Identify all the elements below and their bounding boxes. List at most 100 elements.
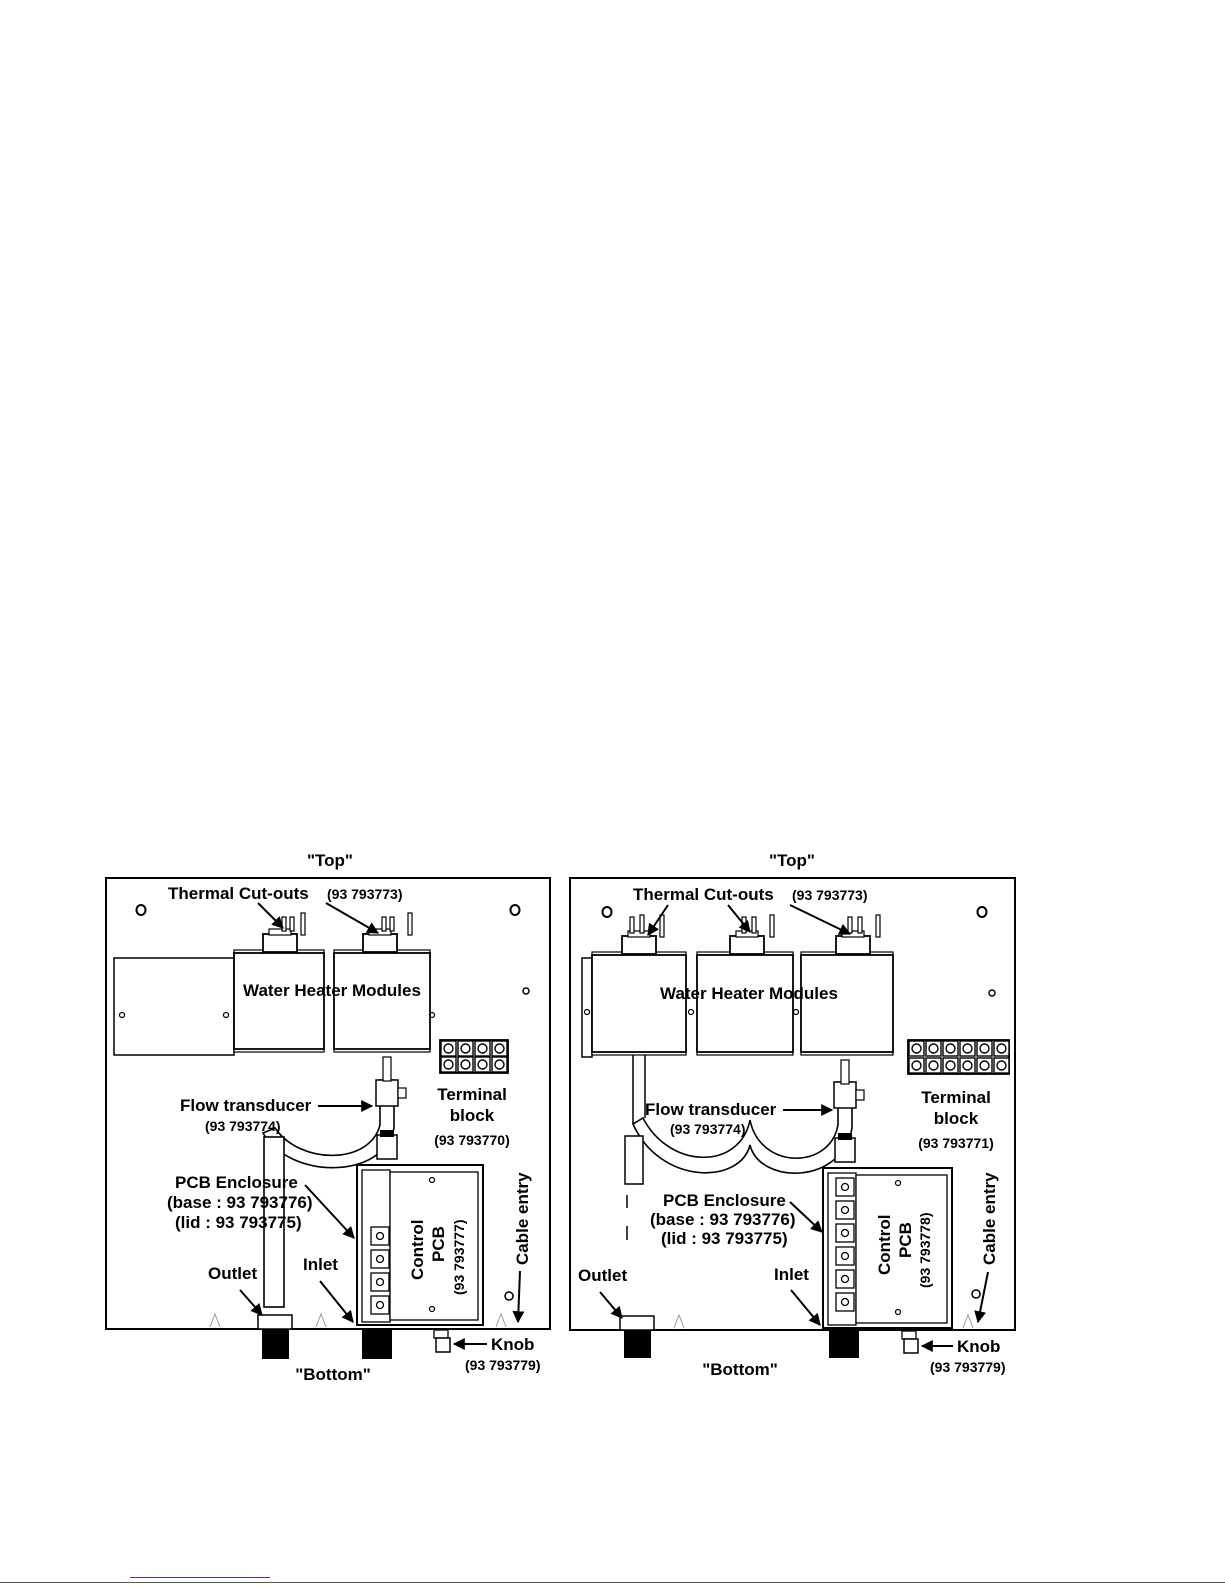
inlet-label: Inlet: [303, 1255, 338, 1274]
terminal-block-label-line1: Terminal: [921, 1088, 991, 1107]
pcb-enclosure-lid: (lid : 93 793775): [175, 1213, 302, 1232]
footnote-separator: [130, 1577, 270, 1578]
arrow: [304, 1184, 355, 1239]
outlet-pipe: [624, 1135, 644, 1185]
arrow: [599, 1291, 623, 1319]
knob: [433, 1329, 451, 1353]
arrow: [647, 904, 669, 936]
inlet-label: Inlet: [774, 1265, 809, 1284]
arrow: [325, 902, 380, 934]
water-heater-modules-label: Water Heater Modules: [660, 984, 838, 1003]
terminal-block-label-line2: block: [450, 1106, 495, 1125]
terminal-block-part-number: (93 793770): [434, 1132, 510, 1148]
terminal-block: [907, 1039, 1010, 1075]
cable-entry-hole: [504, 1291, 514, 1301]
pcb-enclosure-base: (base : 93 793776): [167, 1193, 313, 1212]
mounting-hole: [601, 906, 613, 918]
thermal-cutouts-label: Thermal Cut-outs: [633, 885, 774, 904]
heater-module: [792, 951, 894, 1056]
knob-label: Knob: [957, 1337, 1000, 1356]
water-heater-modules-label: Water Heater Modules: [243, 981, 421, 1000]
arrow: [257, 902, 284, 929]
thermal-cutout: [362, 912, 413, 953]
arrow: [789, 904, 852, 935]
thermal-cutouts-part-number: (93 793773): [792, 887, 868, 903]
page-footer-rule: [0, 1582, 1225, 1583]
top-label: "Top": [769, 851, 815, 870]
thermal-cutout: [621, 914, 665, 955]
outlet-label: Outlet: [208, 1264, 257, 1283]
knob-part-number: (93 793779): [930, 1359, 1006, 1375]
cable-entry-hole: [971, 1289, 981, 1299]
pcb-part-number: (93 793778): [917, 1212, 933, 1288]
terminal-block-label-line2: block: [934, 1109, 979, 1128]
top-label: "Top": [307, 851, 353, 870]
arrow: [974, 1271, 989, 1324]
figure-two-module: "Top" Water Heater Modules: [105, 851, 551, 1384]
flow-transducer-part-number: (93 793774): [670, 1121, 746, 1137]
heater-module: [333, 949, 436, 1053]
screw-hole: [988, 989, 996, 997]
pcb-enclosure-lid: (lid : 93 793775): [661, 1229, 788, 1248]
pcb-label: PCB: [896, 1222, 915, 1258]
heater-module: [687, 951, 794, 1056]
pcb-enclosure: [356, 1164, 484, 1326]
flow-transducer-label: Flow transducer: [645, 1100, 777, 1119]
mounting-hole: [976, 906, 988, 918]
terminal-block: [439, 1039, 509, 1074]
control-label: Control: [875, 1215, 894, 1275]
pcb-enclosure-label: PCB Enclosure: [175, 1173, 298, 1192]
thermal-cutouts-label: Thermal Cut-outs: [168, 884, 309, 903]
arrow: [512, 1270, 525, 1324]
outlet-label: Outlet: [578, 1266, 627, 1285]
side-panel: [113, 957, 235, 1056]
mounting-hole: [135, 904, 147, 916]
pcb-enclosure-base: (base : 93 793776): [650, 1210, 796, 1229]
outlet-connector: [624, 1330, 651, 1358]
arrow: [239, 1289, 263, 1316]
thermal-cutout: [262, 912, 306, 953]
terminal-block-label-line1: Terminal: [437, 1085, 507, 1104]
inlet-connector: [362, 1329, 392, 1359]
knob-label: Knob: [491, 1335, 534, 1354]
cable-entry-label: Cable entry: [513, 1172, 532, 1265]
outlet-fitting: [257, 1314, 293, 1330]
outlet-fitting: [619, 1315, 655, 1331]
arrow: [319, 1280, 354, 1323]
flow-transducer: [261, 1056, 407, 1169]
bottom-label: "Bottom": [702, 1360, 778, 1379]
inlet-connector: [829, 1329, 859, 1358]
heater-module: [233, 949, 325, 1053]
screw-hole: [522, 987, 530, 995]
screw-hole: [222, 1011, 230, 1019]
outlet-connector: [262, 1329, 289, 1359]
flow-transducer-label: Flow transducer: [180, 1096, 312, 1115]
end-bar: [581, 957, 593, 1058]
screw-hole: [118, 1011, 126, 1019]
feet-marks: [673, 1313, 974, 1329]
pcb-part-number: (93 793777): [451, 1219, 467, 1295]
pcb-label: PCB: [429, 1226, 448, 1262]
arrow: [727, 904, 751, 933]
pcb-enclosure: [822, 1167, 953, 1329]
control-label: Control: [408, 1220, 427, 1280]
knob: [901, 1330, 919, 1354]
mounting-hole: [509, 904, 521, 916]
heater-module: [591, 951, 687, 1056]
screw-hole: [583, 1008, 591, 1016]
outlet-pipe: [263, 1136, 285, 1308]
flow-transducer: [631, 1055, 865, 1174]
feet-marks: [209, 1312, 507, 1328]
arrow: [790, 1289, 821, 1326]
flow-transducer-part-number: (93 793774): [205, 1118, 281, 1134]
bottom-label: "Bottom": [295, 1365, 371, 1384]
pcb-enclosure-label: PCB Enclosure: [663, 1191, 786, 1210]
thermal-cutouts-part-number: (93 793773): [327, 886, 403, 902]
knob-part-number: (93 793779): [465, 1357, 541, 1373]
arrow: [789, 1201, 823, 1233]
terminal-block-part-number: (93 793771): [918, 1135, 994, 1151]
cable-entry-label: Cable entry: [980, 1172, 999, 1265]
figure-three-module: "Top": [569, 851, 1016, 1379]
